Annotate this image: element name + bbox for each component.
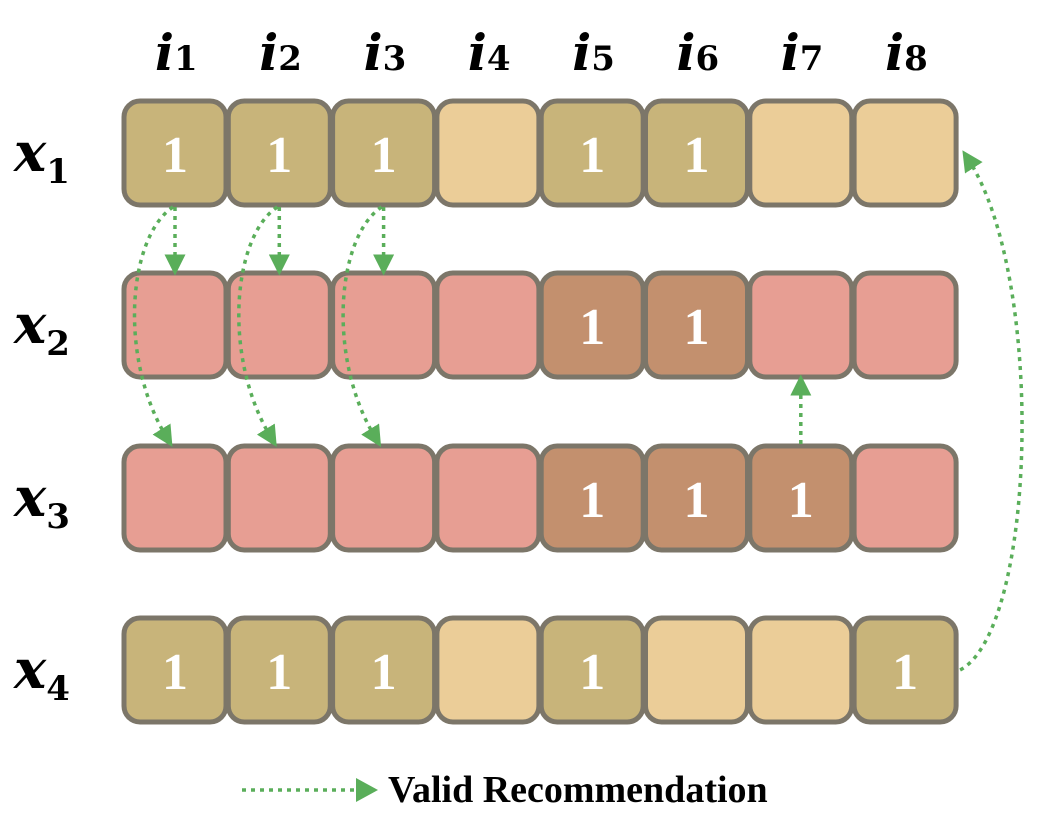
cell-x3-i1 [121,443,229,553]
cell-x2-i7 [747,270,855,380]
cell-value: 1 [892,644,918,701]
cell-x4-i8: 1 [851,615,959,725]
cell-value: 1 [579,472,605,529]
cell-x1-i5: 1 [538,98,646,208]
row-labels: x1 x2 x3 x4 [13,120,70,709]
cell-x3-i4 [434,443,542,553]
cell-value: 1 [684,127,710,184]
matrix-cells: 1 1 1 1 1 1 1 1 1 1 1 1 1 1 1 [121,98,959,725]
cell-value: 1 [788,472,814,529]
column-header-i8: i8 [885,23,928,82]
cell-value: 1 [684,472,710,529]
row-label-x4: x4 [13,637,70,709]
column-header-i4: i4 [468,23,511,82]
cell-x4-i2: 1 [225,615,333,725]
cell-x1-i6: 1 [643,98,750,208]
column-header-i2: i2 [259,23,302,82]
cell-x3-i2 [225,443,333,553]
cell-x4-i7 [747,615,855,725]
cell-x4-i4 [434,615,542,725]
cell-value: 1 [579,127,605,184]
cell-x2-i6: 1 [643,270,750,380]
cell-value: 1 [371,644,397,701]
arrow-4-to-1-col-8 [959,150,1024,672]
cell-x1-i8 [851,98,959,208]
cell-value: 1 [371,127,397,184]
column-header-i1: i1 [155,23,198,82]
cell-x3-i3 [330,443,438,553]
cell-value: 1 [266,127,292,184]
cell-x1-i2: 1 [225,98,333,208]
cell-value: 1 [579,644,605,701]
cell-x1-i1: 1 [121,98,229,208]
cell-x3-i6: 1 [643,443,750,553]
cell-x2-i5: 1 [538,270,646,380]
legend: Valid Recommendation [242,769,768,811]
column-header-i5: i5 [572,23,615,82]
cell-value: 1 [162,127,188,184]
cell-x3-i7: 1 [747,443,855,553]
column-headers: i1 i2 i3 i4 i5 i6 i7 i8 [155,23,928,82]
row-label-x2: x2 [13,292,70,364]
row-label-x3: x3 [13,465,70,537]
cell-value: 1 [162,644,188,701]
column-header-i6: i6 [677,23,720,82]
cell-x1-i4 [434,98,542,208]
cell-value: 1 [266,644,292,701]
cell-x4-i1: 1 [121,615,229,725]
cell-x4-i3: 1 [330,615,438,725]
cell-x2-i4 [434,270,542,380]
cell-x3-i8 [851,443,959,553]
row-label-x1: x1 [13,120,70,192]
cell-value: 1 [579,299,605,356]
column-header-i7: i7 [781,23,824,82]
cell-x4-i6 [643,615,750,725]
cell-x4-i5: 1 [538,615,646,725]
legend-arrowhead-icon [356,778,378,802]
legend-label: Valid Recommendation [388,769,768,811]
cell-x2-i8 [851,270,959,380]
recommendation-arrows [132,150,1024,672]
column-header-i3: i3 [364,23,407,82]
cell-x1-i7 [747,98,855,208]
cell-value: 1 [684,299,710,356]
cell-x1-i3: 1 [330,98,438,208]
cell-x3-i5: 1 [538,443,646,553]
